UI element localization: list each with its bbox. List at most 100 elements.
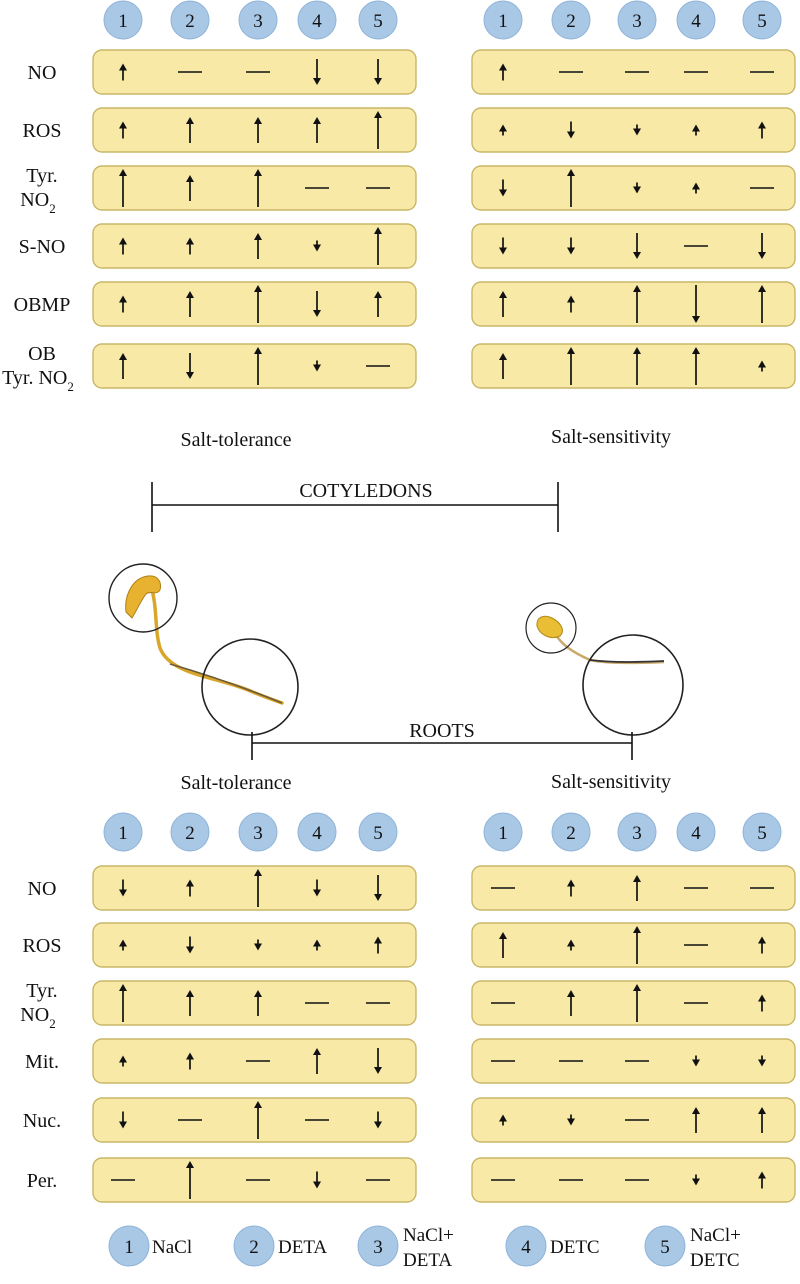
symbol-up-l (254, 347, 262, 385)
symbol-up-xs (567, 939, 575, 951)
column-number-circle (742, 0, 782, 40)
row: ROS (23, 107, 417, 153)
symbol-down-xs (567, 1114, 575, 1126)
row-background (92, 922, 417, 968)
row-label: ROS (23, 120, 62, 142)
symbol-down-m (186, 353, 194, 379)
symbol-down-xs (633, 182, 641, 194)
symbol-up-xs (499, 1114, 507, 1126)
symbol-up-m (567, 990, 575, 1016)
roots-bracket (251, 732, 633, 760)
row (471, 922, 796, 968)
row-label: Tyr.NO2 (20, 165, 57, 216)
row (471, 1038, 796, 1084)
row (471, 1157, 796, 1203)
row-background (92, 281, 417, 327)
row-background (471, 281, 796, 327)
symbol-down-s (313, 1171, 321, 1189)
symbol-up-m (692, 1107, 700, 1133)
column-number-5: 5 (358, 812, 398, 852)
symbol-up-m (313, 117, 321, 143)
column-number-text: 4 (691, 11, 701, 32)
symbol-up-s (186, 237, 194, 255)
symbol-up-s (499, 63, 507, 81)
symbol-up-l (633, 285, 641, 323)
symbol-up-l (254, 869, 262, 907)
legend-label: NaCl+DETA (403, 1225, 454, 1271)
column-number-circle (742, 812, 782, 852)
column-number-circle (170, 812, 210, 852)
symbol-up-s (758, 936, 766, 954)
cotyledons-label: COTYLEDONS (299, 480, 432, 502)
salt-tolerance-roots-label: Salt-tolerance (180, 772, 291, 794)
row-background (92, 980, 417, 1026)
row (471, 223, 796, 269)
column-number-circle (238, 0, 278, 40)
row-label: Nuc. (23, 1110, 61, 1132)
symbol-up-s (119, 295, 127, 313)
column-number-1: 1 (103, 812, 143, 852)
symbol-up-l (567, 169, 575, 207)
column-number-4: 4 (676, 812, 716, 852)
cotyledon-circle-sensitive (525, 602, 577, 654)
salt-sensitivity-roots-label: Salt-sensitivity (551, 771, 671, 793)
symbol-down-s (313, 879, 321, 897)
row: OBMP (14, 281, 417, 327)
symbol-up-l (119, 169, 127, 207)
column-number-circle (238, 812, 278, 852)
legend-number-text: 5 (660, 1237, 670, 1258)
symbol-up-m (254, 233, 262, 259)
symbol-up-m (186, 291, 194, 317)
symbol-down-m (374, 59, 382, 85)
column-number-3: 3 (617, 0, 657, 40)
column-number-text: 4 (312, 823, 322, 844)
row: NO (28, 865, 417, 911)
cotyledon-circle-tolerant (108, 563, 178, 633)
row-label: NO (28, 62, 57, 84)
symbol-up-l (186, 1161, 194, 1199)
root-circle-sensitive (582, 634, 684, 736)
row-background (471, 165, 796, 211)
row: Tyr.NO2 (20, 980, 417, 1031)
symbol-up-m (186, 117, 194, 143)
symbol-up-m (374, 291, 382, 317)
column-number-5: 5 (742, 812, 782, 852)
symbol-up-l (633, 347, 641, 385)
symbol-down-xs (313, 240, 321, 252)
column-number-circle (551, 0, 591, 40)
column-number-2: 2 (551, 0, 591, 40)
row: Per. (27, 1157, 417, 1203)
column-number-text: 3 (632, 823, 642, 844)
symbol-up-l (567, 347, 575, 385)
symbol-down-xs (313, 360, 321, 372)
column-number-circle (483, 0, 523, 40)
column-number-text: 4 (691, 823, 701, 844)
symbol-up-l (119, 984, 127, 1022)
column-number-circle (297, 812, 337, 852)
row: Nuc. (23, 1097, 417, 1143)
column-number-text: 3 (253, 11, 263, 32)
column-number-text: 5 (757, 823, 767, 844)
row (471, 165, 796, 211)
symbol-up-l (254, 285, 262, 323)
row-label: Mit. (25, 1051, 59, 1073)
symbol-down-m (633, 233, 641, 259)
symbol-up-s (119, 63, 127, 81)
column-number-text: 5 (757, 11, 767, 32)
row (471, 343, 796, 389)
column-number-circle (103, 0, 143, 40)
row (471, 107, 796, 153)
legend-number-circle (505, 1225, 547, 1267)
symbol-up-s (567, 879, 575, 897)
legend-number-text: 4 (521, 1237, 531, 1258)
legend-number-circle (233, 1225, 275, 1267)
